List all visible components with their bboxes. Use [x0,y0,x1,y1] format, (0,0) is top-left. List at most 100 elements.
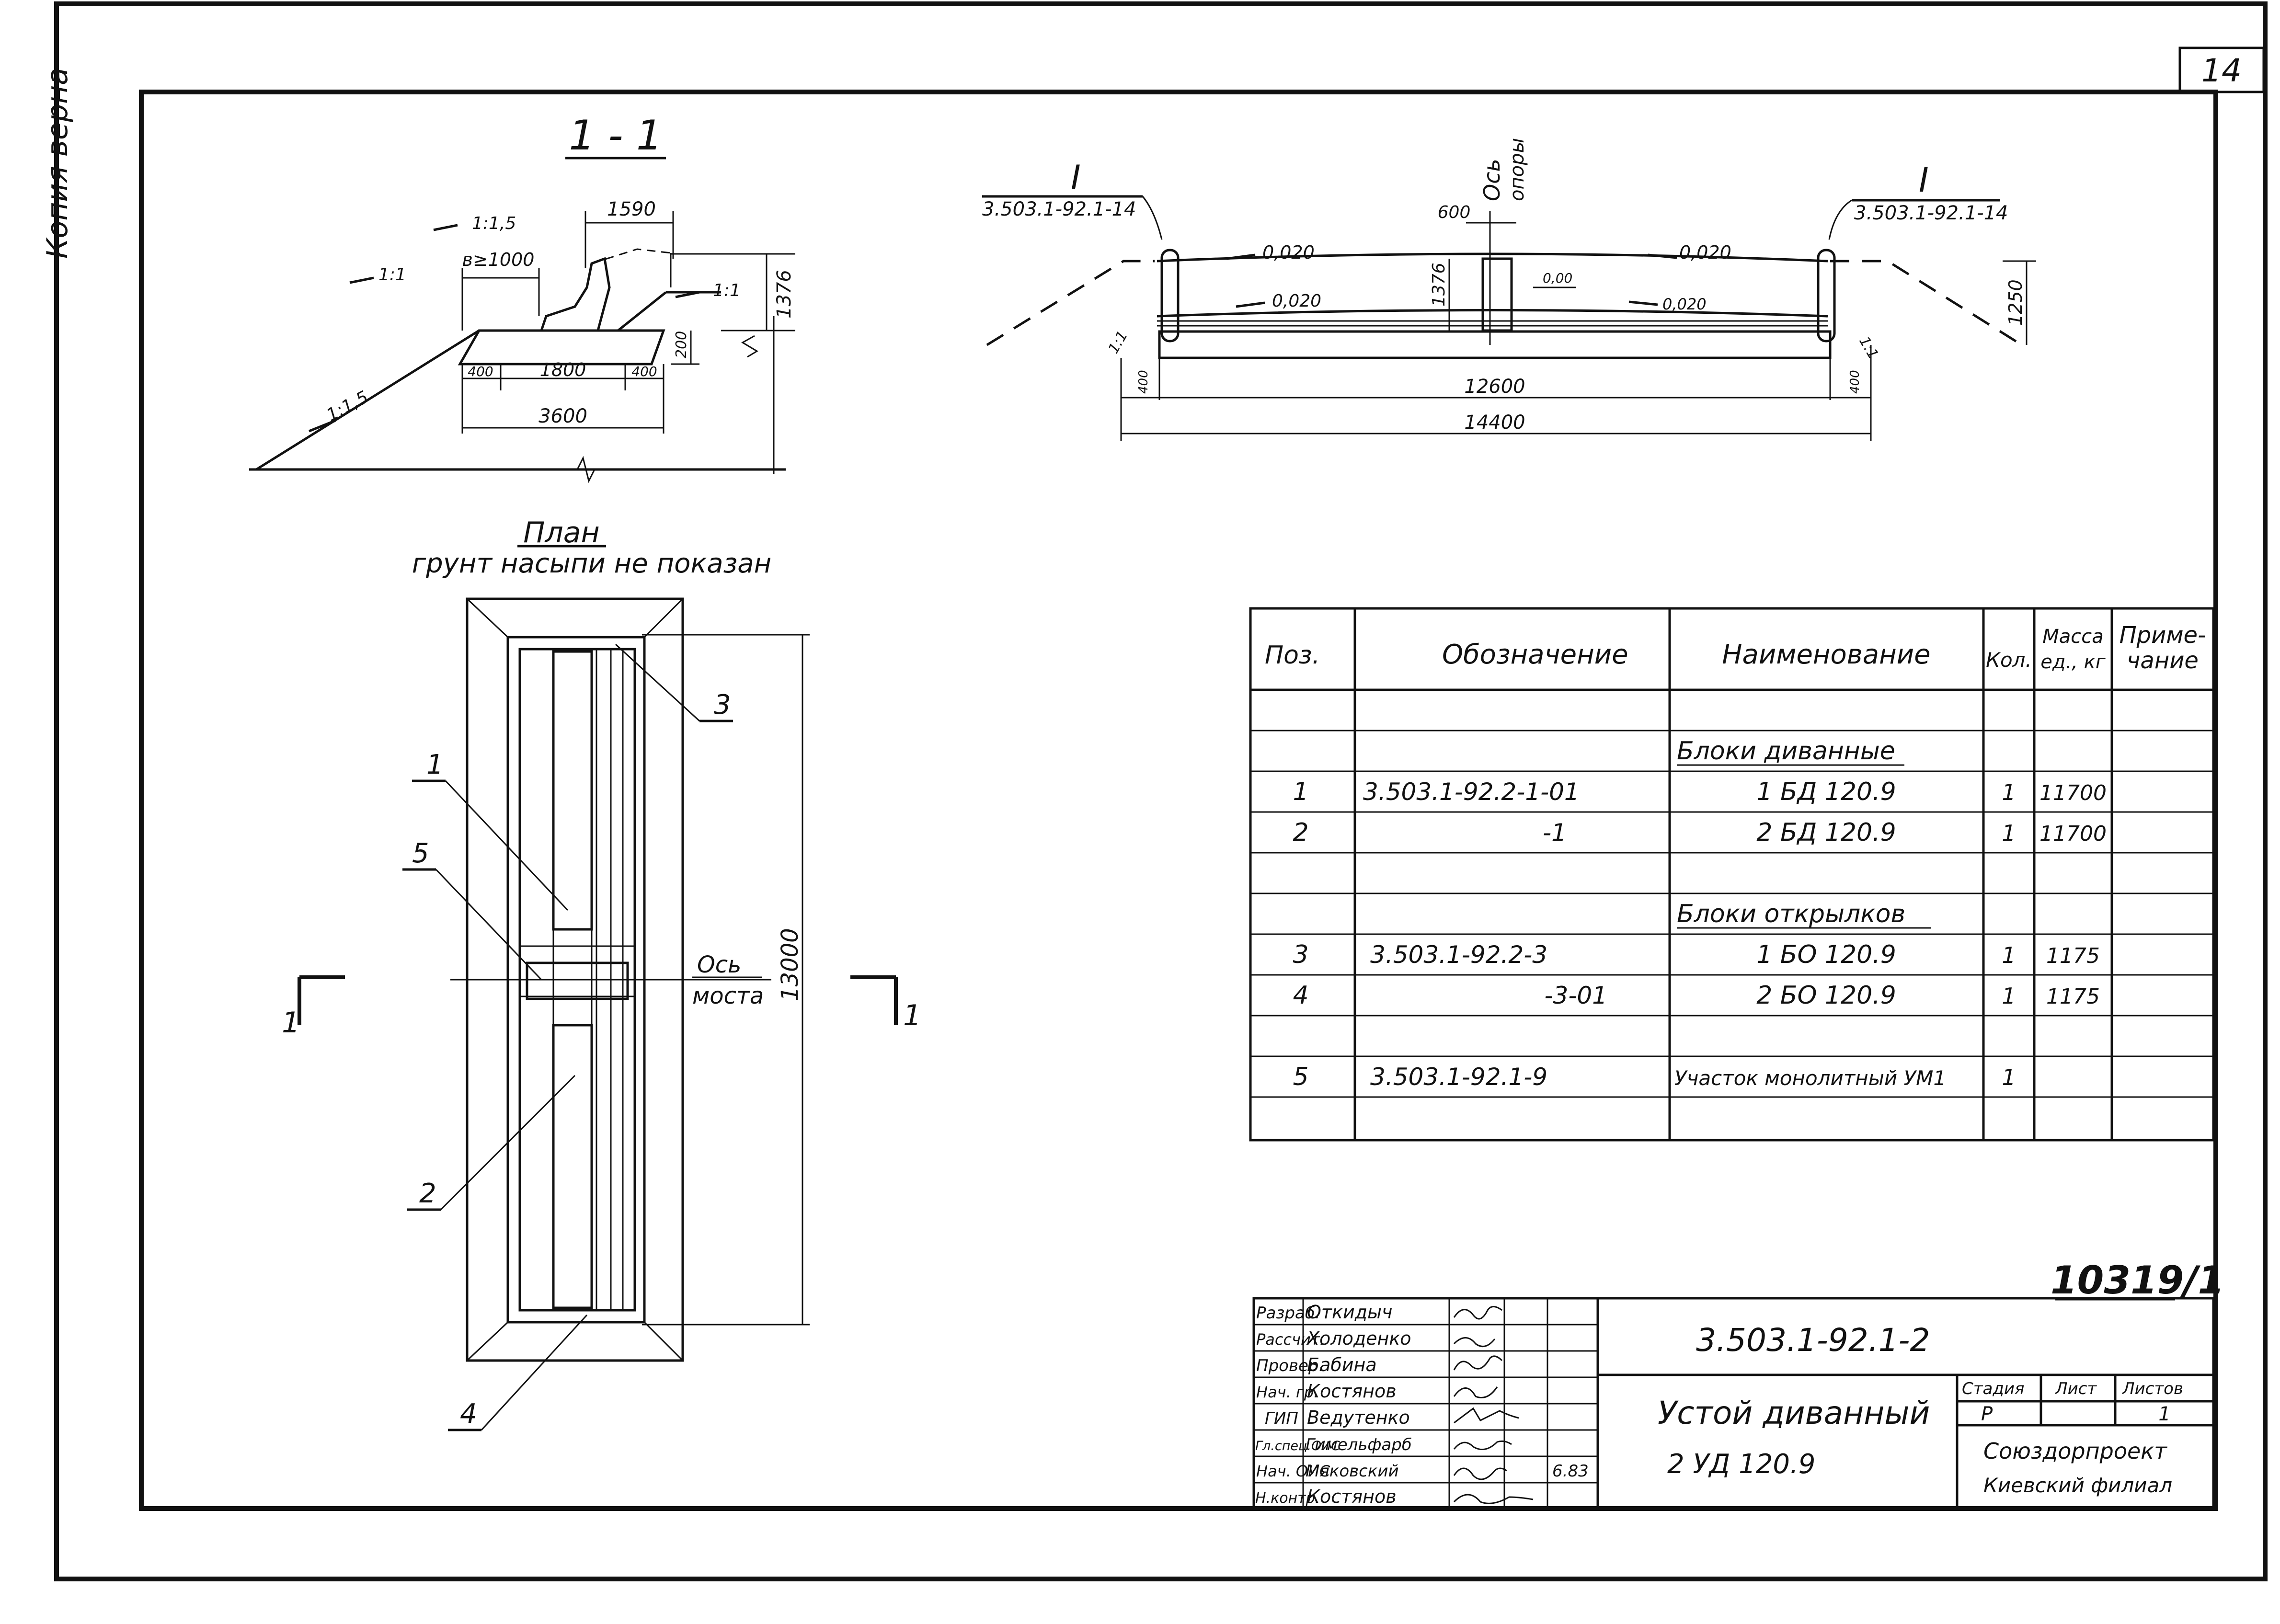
dim-400-left: 400 [468,364,493,379]
slope-1-1-5-top: 1:1,5 [472,214,516,233]
row-7-mass: 1175 [2046,984,2100,1009]
callout-5: 5 [412,838,429,869]
org-1: Союздорпроект [1983,1438,2167,1464]
callout-3: 3 [714,689,731,721]
callout-2: 2 [419,1178,436,1209]
dim-3600: 3600 [538,405,587,427]
section-1-1: 1 - 1 1590 в≥1000 1:1,5 1:1 1:1 [249,112,795,483]
row-7-designation: -3-01 [1544,982,1607,1009]
row-2-designation: 3.503.1-92.2-1-01 [1363,778,1580,806]
dim-400-right-long: 400 [1848,370,1862,394]
hdr-qty: Кол. [1986,648,2032,672]
row-6-designation: 3.503.1-92.2-3 [1370,941,1547,969]
row-9-name: Участок монолитный УМ1 [1674,1066,1946,1090]
level-000: 0,00 [1543,270,1572,286]
hdr-note-2: чание [2127,647,2199,674]
name-6: Мяковский [1306,1462,1399,1481]
dim-1800: 1800 [540,359,586,380]
row-7-qty: 1 [2002,983,2016,1009]
row-2-pos: 1 [1293,778,1308,806]
slope-1-1-5-bottom: 1:1,5 [323,387,372,425]
row-6-qty: 1 [2002,942,2016,968]
name-5: Гимельфарб [1306,1435,1412,1454]
name-4: Ведутенко [1307,1407,1410,1428]
name-1: Холоденко [1306,1328,1411,1349]
row-3-designation: -1 [1543,819,1567,846]
section-mark-right: 1 [903,999,921,1032]
foundation-long [1158,330,1832,359]
row-3-name: 2 БД 120.9 [1756,818,1896,847]
ref-left-mark: I [1071,158,1081,197]
dim-400-left-long: 400 [1136,370,1151,394]
slope-left-long: 1:1 [1105,328,1131,356]
doc-title-2: 2 УД 120.9 [1667,1449,1815,1480]
slope-low-right: 0,020 [1662,295,1707,313]
row-7-name: 2 БО 120.9 [1756,981,1896,1010]
sheet-label: Лист [2054,1379,2097,1398]
dim-b1000: в≥1000 [462,249,535,270]
side-stamp: Копия верна [41,68,74,259]
inner-frame [139,90,2218,1511]
dim-200: 200 [673,331,690,358]
callout-1: 1 [426,749,444,780]
ref-right: 3.503.1-92.1-14 [1854,202,2008,224]
sheets-value: 1 [2158,1403,2170,1425]
title-block: Разраб. Откидыч Рассчит. Холоденко Прове… [1252,1297,2215,1510]
row-5-name: Блоки открылков [1677,900,1905,928]
dim-1250: 1250 [2005,279,2026,326]
row-6-mass: 1175 [2046,944,2100,968]
role-7: Н.контр. [1255,1490,1319,1507]
slope-top-right: 0,020 [1679,242,1731,263]
spec-table: Поз. Обозначение Наименование Кол. Масса… [1249,607,2215,1142]
role-6: Нач. ОИС [1256,1462,1330,1480]
dim-400-right: 400 [631,364,657,379]
hdr-mass-2: ед., кг [2040,651,2106,673]
callout-4: 4 [460,1398,477,1430]
ref-left: 3.503.1-92.1-14 [982,198,1136,220]
slope-right-long: 1:1 [1856,334,1881,362]
row-9-pos: 5 [1293,1063,1308,1091]
sofa-block [539,257,611,332]
ref-right-mark: I [1919,160,1929,200]
slope-1-1-left: 1:1 [378,265,406,285]
role-2: Провер. [1256,1356,1324,1375]
row-1-name: Блоки диванные [1677,737,1895,766]
row-2-mass: 11700 [2039,781,2107,805]
plan-subtitle: грунт насыпи не показан [412,548,771,579]
dim-14400: 14400 [1464,412,1525,434]
hdr-designation: Обозначение [1442,639,1628,670]
stage-label: Стадия [1962,1379,2024,1398]
row-7-pos: 4 [1293,981,1308,1010]
dim-1590: 1590 [607,198,656,220]
org-2: Киевский филиал [1983,1474,2172,1497]
name-2: Бабина [1307,1354,1377,1375]
axis-bridge-1: Ось [697,951,741,978]
row-2-qty: 1 [2002,779,2016,805]
slope-1-1-right: 1:1 [713,281,741,300]
dim-1376-long: 1376 [1429,263,1449,307]
section-1-1-title: 1 - 1 [569,112,662,160]
section-long: Ось опоры I 3.503.1-92.1-14 I 3.503.1-92… [982,138,2036,441]
doc-title-1: Устой диванный [1658,1395,1930,1431]
stage-value: Р [1981,1403,1993,1425]
hdr-pos: Поз. [1265,641,1320,670]
plan-monolith-strip [526,961,629,1000]
row-3-qty: 1 [2002,820,2016,846]
section-mark-left: 1 [282,1006,300,1040]
axis-bridge-2: моста [692,983,764,1009]
row-2-name: 1 БД 120.9 [1756,778,1896,806]
role-4: ГИП [1265,1409,1298,1428]
row-9-qty: 1 [2002,1064,2016,1090]
slope-low-left: 0,020 [1272,291,1321,311]
row-3-mass: 11700 [2039,822,2107,846]
spec-row-lines [1250,730,2213,1098]
doc-code: 3.503.1-92.1-2 [1696,1322,1930,1359]
monolith-section [1481,257,1513,332]
row-6-name: 1 БО 120.9 [1756,940,1896,969]
signature-date: 6.83 [1552,1462,1589,1481]
signatures [1453,1306,1534,1504]
axis-label-support-1: Ось [1479,159,1505,201]
dim-13000: 13000 [777,928,803,1001]
dim-12600: 12600 [1464,376,1525,398]
